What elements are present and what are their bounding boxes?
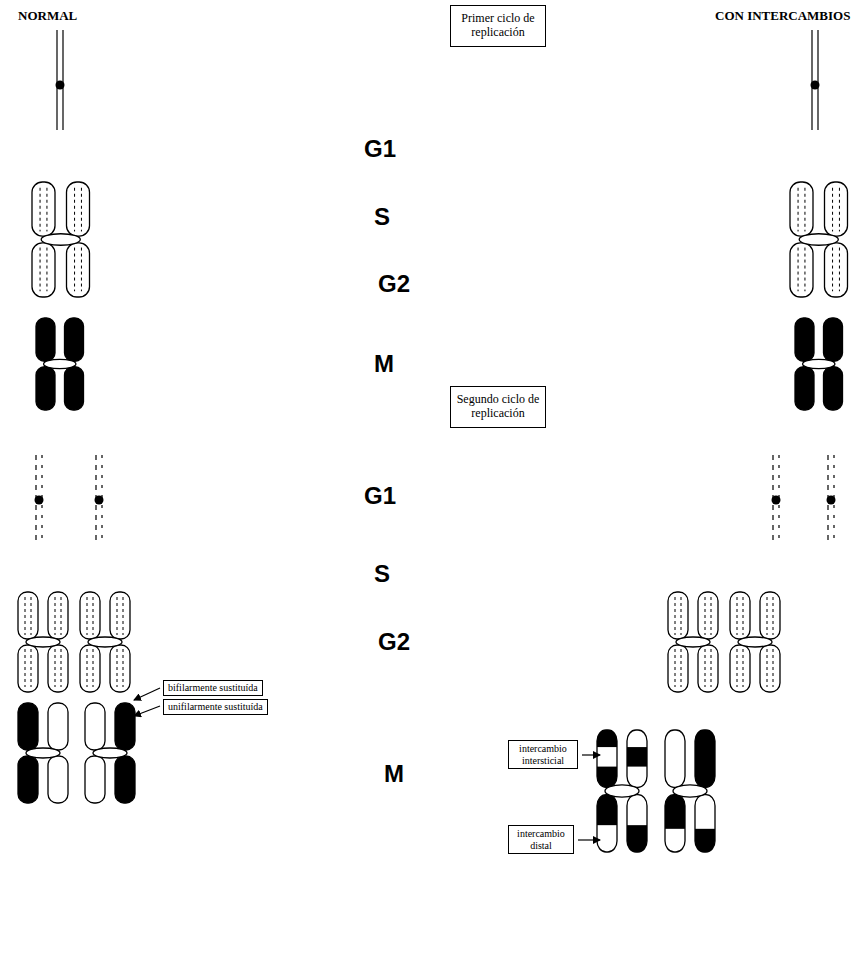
phase-label: G2 (378, 270, 410, 298)
phase-label: G2 (378, 628, 410, 656)
callout-box: unifilarmente sustituída (163, 699, 268, 715)
callout-box: intercambio intersticial (508, 740, 578, 769)
phase-label: G1 (364, 482, 396, 510)
column-heading: NORMAL (18, 8, 77, 24)
box-text: Primer ciclo de replicación (455, 12, 541, 40)
column-heading: CON INTERCAMBIOS (715, 8, 850, 24)
phase-label: S (374, 203, 390, 231)
box-text: intercambio intersticial (512, 743, 574, 766)
box-text: bifilarmente sustituída (168, 682, 258, 694)
box-text: Segundo ciclo de replicación (455, 393, 541, 421)
phase-label: G1 (364, 135, 396, 163)
callout-box: bifilarmente sustituída (163, 680, 263, 696)
phase-label: M (384, 760, 404, 788)
callout-box: intercambio distal (508, 825, 574, 854)
box-text: unifilarmente sustituída (168, 701, 263, 713)
cycle-box: Segundo ciclo de replicación (450, 386, 546, 428)
phase-label: S (374, 560, 390, 588)
box-text: intercambio distal (512, 828, 570, 851)
cycle-box: Primer ciclo de replicación (450, 5, 546, 47)
phase-label: M (374, 350, 394, 378)
